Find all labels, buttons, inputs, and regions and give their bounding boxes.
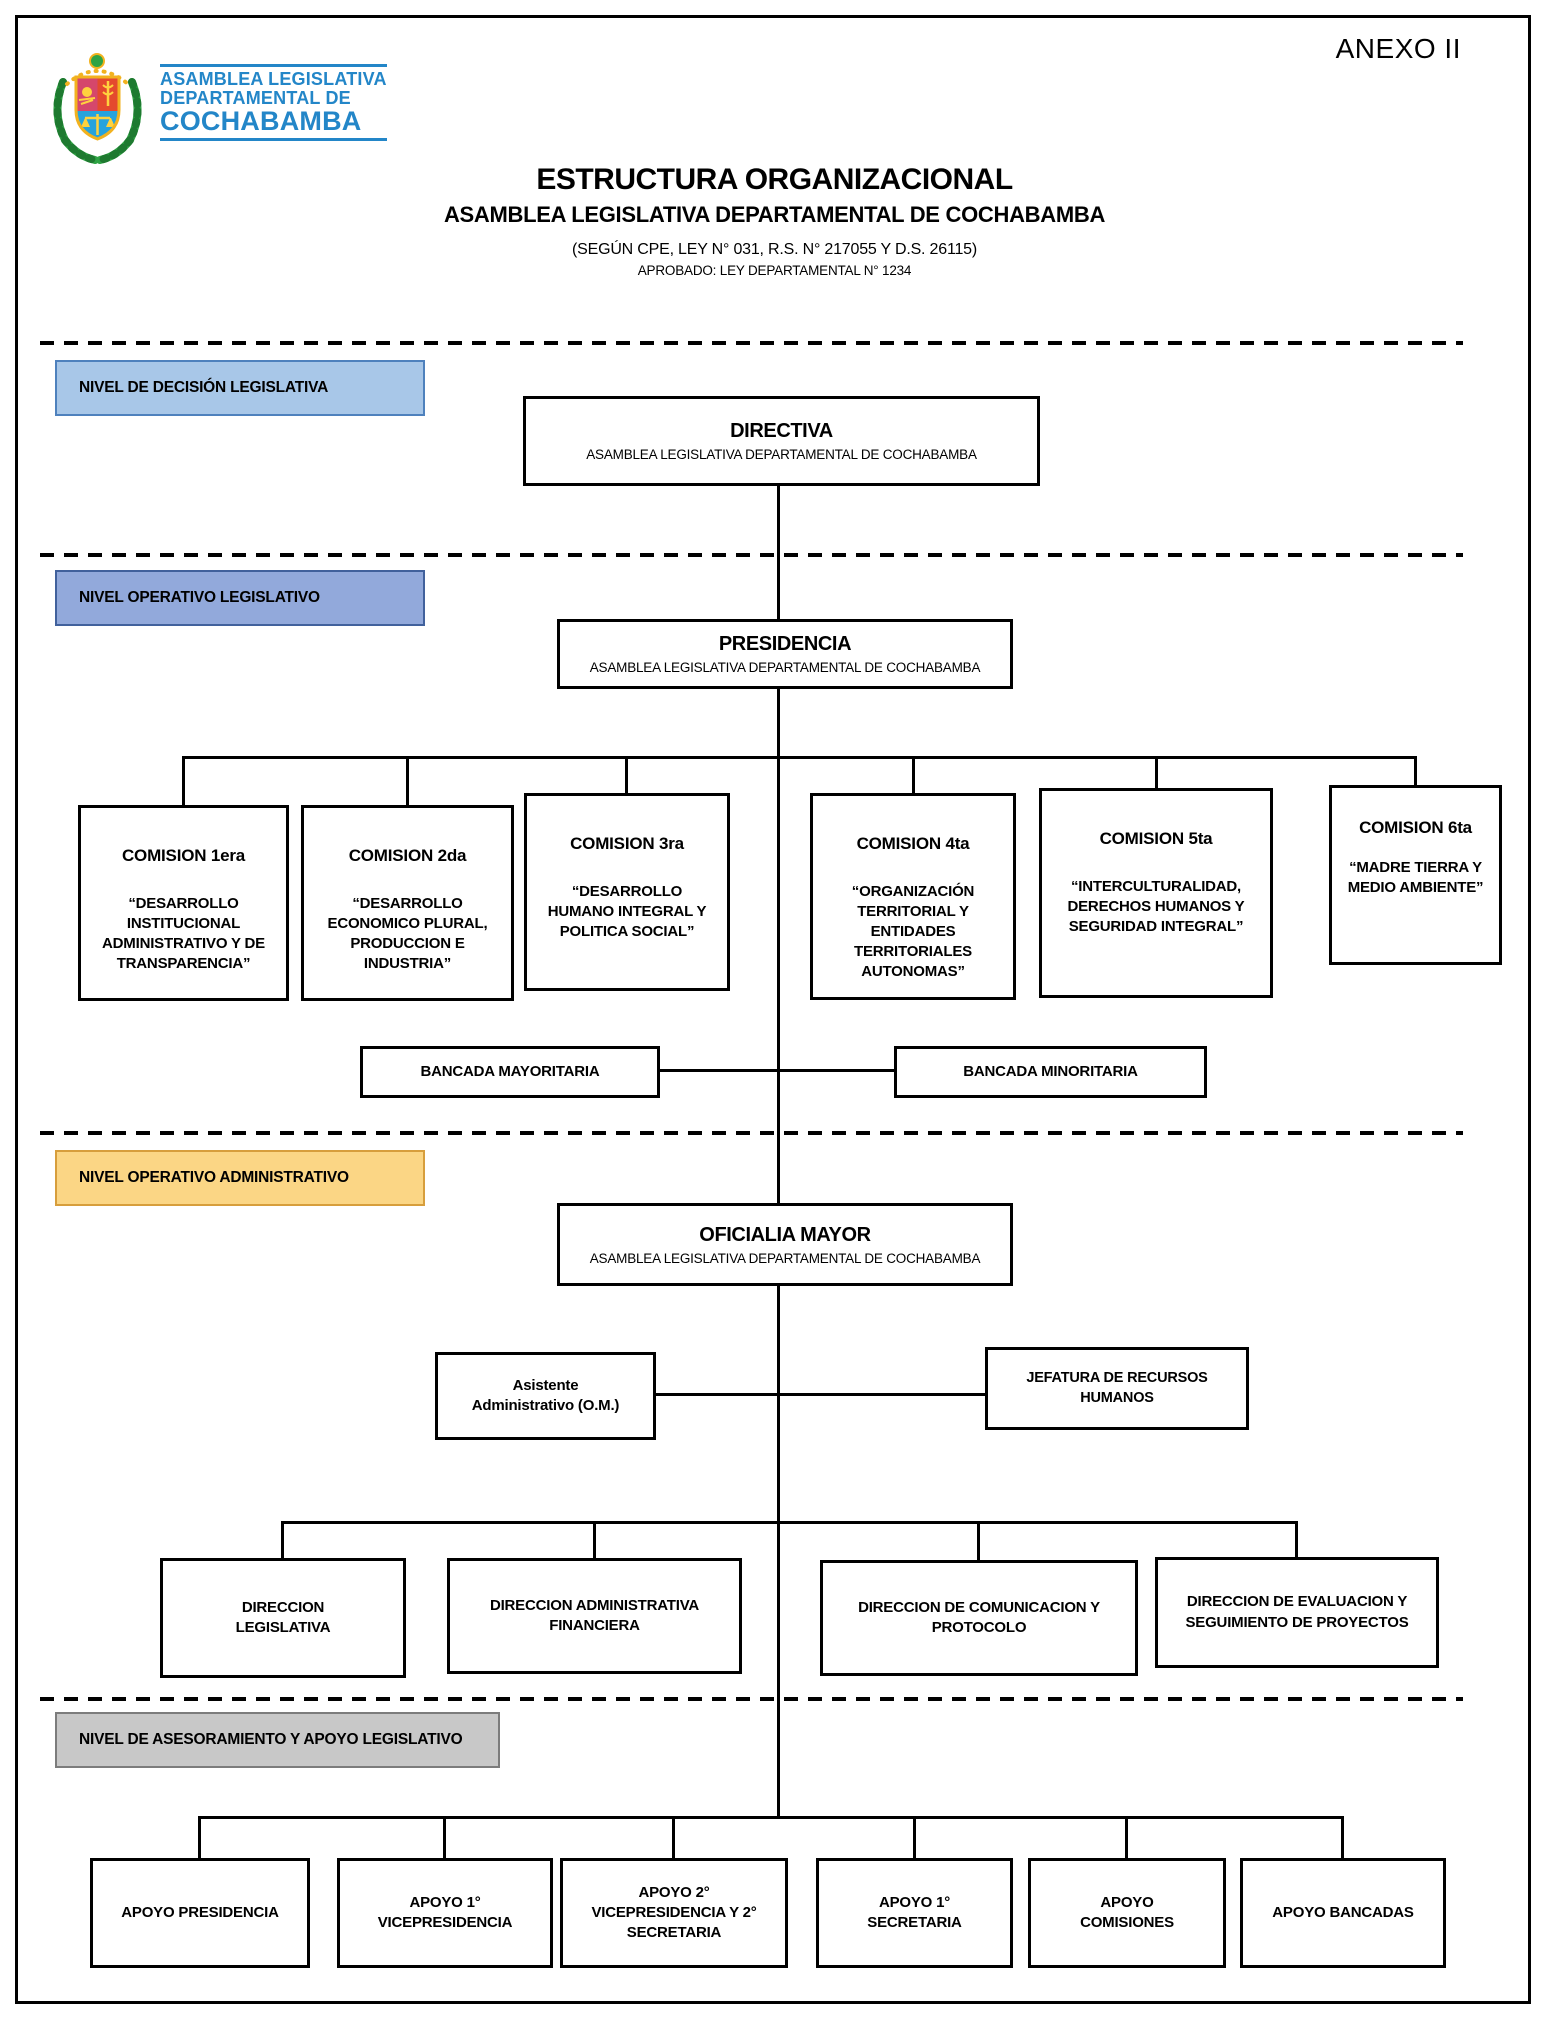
presidencia-title: PRESIDENCIA [718,633,852,655]
node-asistente-administrativo: Asistente Administrativo (O.M.) [435,1352,656,1440]
node-apoyo-1-vicepresidencia: APOYO 1° VICEPRESIDENCIA [337,1858,553,1968]
node-direccion-legislativa: DIRECCION LEGISLATIVA [160,1558,406,1678]
node-comision-4ta: COMISION 4ta “ORGANIZACIÓN TERRITORIAL Y… [810,793,1016,1000]
connector-comision-6 [1414,756,1417,785]
node-direccion-evaluacion-proyectos: DIRECCION DE EVALUACION Y SEGUIMIENTO DE… [1155,1557,1439,1668]
level-separator-2 [40,553,1463,557]
oficialia-title: OFICIALIA MAYOR [699,1223,871,1246]
connector-asistente-jefatura [654,1393,987,1396]
node-bancada-mayoritaria: BANCADA MAYORITARIA [360,1046,660,1098]
comision-1-title: COMISION 1era [121,846,246,865]
node-comision-2da: COMISION 2da “DESARROLLO ECONOMICO PLURA… [301,805,514,1001]
institution-logo: ASAMBLEA LEGISLATIVA DEPARTAMENTAL DE CO… [45,50,387,164]
coat-of-arms-icon [53,53,142,164]
node-comision-6ta: COMISION 6ta “MADRE TIERRA Y MEDIO AMBIE… [1329,785,1502,965]
node-apoyo-presidencia: APOYO PRESIDENCIA [90,1858,310,1968]
comision-6-title: COMISION 6ta [1359,818,1472,837]
connector-direcciones-rail [282,1521,1298,1524]
node-comision-3ra: COMISION 3ra “DESARROLLO HUMANO INTEGRAL… [524,793,730,991]
node-apoyo-2-vicepresidencia-2-secretaria: APOYO 2° VICEPRESIDENCIA Y 2° SECRETARIA [560,1858,788,1968]
connector-apoyo-5 [1125,1816,1128,1858]
node-comision-1era: COMISION 1era “DESARROLLO INSTITUCIONAL … [78,805,289,1001]
comision-4-title: COMISION 4ta [856,834,970,853]
comision-5-title: COMISION 5ta [1099,829,1213,848]
comision-3-title: COMISION 3ra [570,834,684,853]
connector-apoyo-1 [198,1816,201,1858]
logo-line-2: DEPARTAMENTAL DE [160,87,351,108]
connector-presidencia-oficialia [777,688,780,1205]
connector-direccion-4 [1295,1521,1298,1559]
connector-apoyo-6 [1341,1816,1344,1858]
oficialia-subtitle: ASAMBLEA LEGISLATIVA DEPARTAMENTAL DE CO… [589,1250,981,1266]
node-apoyo-comisiones: APOYO COMISIONES [1028,1858,1226,1968]
connector-comision-4 [912,756,915,793]
node-jefatura-recursos-humanos: JEFATURA DE RECURSOS HUMANOS [985,1347,1249,1430]
connector-apoyo-2 [443,1816,446,1858]
level-separator-1 [40,341,1463,345]
directiva-subtitle: ASAMBLEA LEGISLATIVA DEPARTAMENTAL DE CO… [586,447,977,462]
node-apoyo-bancadas: APOYO BANCADAS [1240,1858,1446,1968]
connector-comision-1 [182,756,185,805]
title-block: ESTRUCTURA ORGANIZACIONAL ASAMBLEA LEGIS… [0,163,1549,278]
page-title: ESTRUCTURA ORGANIZACIONAL [536,163,1013,196]
connector-comision-3 [625,756,628,793]
connector-apoyo-4 [913,1816,916,1858]
node-direccion-administrativa-financiera: DIRECCION ADMINISTRATIVA FINANCIERA [447,1558,742,1674]
anexo-label: ANEXO II [1335,33,1461,64]
connector-apoyo-3 [672,1816,675,1858]
comision-2-body: “DESARROLLO ECONOMICO PLURAL, PRODUCCION… [327,895,488,972]
comision-1-body: “DESARROLLO INSTITUCIONAL ADMINISTRATIVO… [102,895,265,972]
logo-text: ASAMBLEA LEGISLATIVA DEPARTAMENTAL DE CO… [160,64,387,141]
presidencia-subtitle: ASAMBLEA LEGISLATIVA DEPARTAMENTAL DE CO… [589,660,981,675]
approval-reference: APROBADO: LEY DEPARTAMENTAL N° 1234 [637,263,912,278]
connector-comision-2 [406,756,409,805]
level-label-operativo-administrativo: NIVEL OPERATIVO ADMINISTRATIVO [55,1150,425,1206]
comision-3-body: “DESARROLLO HUMANO INTEGRAL Y POLITICA S… [547,883,707,940]
legal-reference: (SEGÚN CPE, LEY N° 031, R.S. N° 217055 Y… [572,241,977,258]
logo-line-1: ASAMBLEA LEGISLATIVA [160,64,387,89]
node-comision-5ta: COMISION 5ta “INTERCULTURALIDAD, DERECHO… [1039,788,1273,998]
connector-oficialia-apoyos [777,1284,780,1819]
comision-5-body: “INTERCULTURALIDAD, DERECHOS HUMANOS Y S… [1067,878,1245,935]
connector-direccion-1 [281,1521,284,1560]
node-bancada-minoritaria: BANCADA MINORITARIA [894,1046,1207,1098]
connector-bancadas [658,1069,896,1072]
page-border [15,15,1531,2004]
node-oficialia-mayor: OFICIALIA MAYOR ASAMBLEA LEGISLATIVA DEP… [557,1203,1013,1286]
logo-line-3: COCHABAMBA [160,107,387,141]
comision-2-title: COMISION 2da [348,846,467,865]
level-separator-3 [40,1131,1463,1135]
node-direccion-comunicacion-protocolo: DIRECCION DE COMUNICACION Y PROTOCOLO [820,1560,1138,1676]
comision-6-body: “MADRE TIERRA Y MEDIO AMBIENTE” [1347,859,1484,896]
connector-directiva-presidencia [777,484,780,620]
directiva-title: DIRECTIVA [730,420,833,442]
level-label-operativo-legislativo: NIVEL OPERATIVO LEGISLATIVO [55,570,425,626]
connector-comision-5 [1155,756,1158,788]
comision-4-body: “ORGANIZACIÓN TERRITORIAL Y ENTIDADES TE… [851,883,975,980]
page-subtitle: ASAMBLEA LEGISLATIVA DEPARTAMENTAL DE CO… [443,202,1106,227]
connector-comisiones-rail [183,756,1416,759]
node-directiva: DIRECTIVA ASAMBLEA LEGISLATIVA DEPARTAME… [523,396,1040,486]
level-label-decision-legislativa: NIVEL DE DECISIÓN LEGISLATIVA [55,360,425,416]
connector-apoyos-rail [199,1816,1344,1819]
node-apoyo-1-secretaria: APOYO 1° SECRETARIA [816,1858,1013,1968]
connector-direccion-2 [593,1521,596,1560]
node-presidencia: PRESIDENCIA ASAMBLEA LEGISLATIVA DEPARTA… [557,619,1013,689]
asistente-line-2: Administrativo (O.M.) [471,1397,620,1414]
asistente-line-1: Asistente [512,1376,579,1394]
level-separator-4 [40,1697,1463,1701]
connector-direccion-3 [977,1521,980,1562]
level-label-asesoramiento-apoyo: NIVEL DE ASESORAMIENTO Y APOYO LEGISLATI… [55,1712,500,1768]
